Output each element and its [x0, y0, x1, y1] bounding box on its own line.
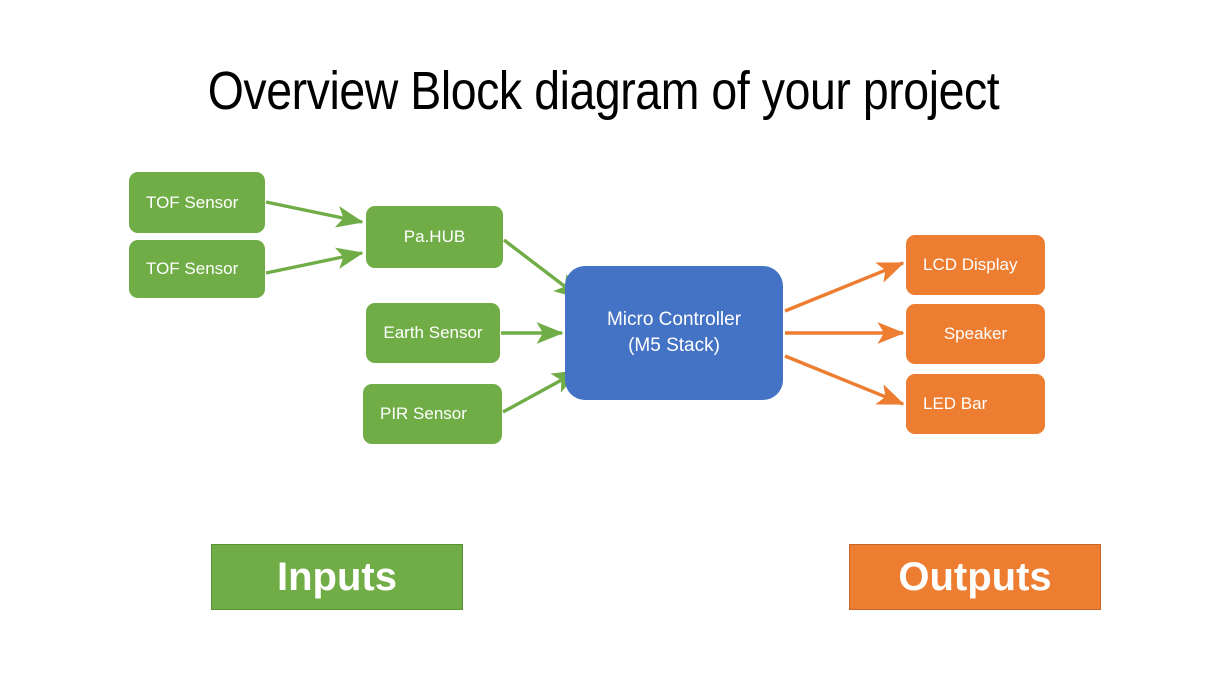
- outputs-banner: Outputs: [849, 544, 1101, 610]
- input-node-pa-hub[interactable]: Pa.HUB: [366, 206, 503, 268]
- controller-node-micro-controller[interactable]: Micro Controller (M5 Stack): [565, 266, 783, 400]
- controller-label-line2: (M5 Stack): [628, 335, 720, 356]
- input-node-tof-sensor-1[interactable]: TOF Sensor: [129, 172, 265, 233]
- inputs-banner: Inputs: [211, 544, 463, 610]
- page-title: Overview Block diagram of your project: [207, 61, 1000, 121]
- outputs-banner-label: Outputs: [898, 554, 1052, 599]
- node-label: TOF Sensor: [146, 259, 239, 278]
- arrow-controller-to-ledbar: [784, 354, 905, 406]
- arrow-tof2-to-pahub: [265, 247, 364, 275]
- controller-label-line1: Micro Controller: [606, 309, 742, 330]
- node-label: TOF Sensor: [146, 192, 239, 212]
- arrow-tof1-to-pahub: [265, 200, 364, 228]
- node-label: LCD Display: [923, 255, 1018, 274]
- input-node-pir-sensor[interactable]: PIR Sensor: [363, 384, 502, 444]
- node-label: PIR Sensor: [380, 404, 467, 423]
- inputs-banner-label: Inputs: [277, 554, 397, 599]
- node-label: LED Bar: [923, 394, 988, 413]
- input-node-tof-sensor-2[interactable]: TOF Sensor: [129, 240, 265, 298]
- node-label: Speaker: [943, 324, 1008, 343]
- arrow-controller-to-lcd: [784, 261, 905, 313]
- output-node-led-bar[interactable]: LED Bar: [906, 374, 1045, 434]
- input-node-earth-sensor[interactable]: Earth Sensor: [366, 303, 500, 363]
- output-node-lcd-display[interactable]: LCD Display: [906, 235, 1045, 295]
- node-label: Earth Sensor: [383, 323, 483, 342]
- node-label: Pa.HUB: [403, 227, 466, 246]
- output-node-speaker[interactable]: Speaker: [906, 304, 1045, 364]
